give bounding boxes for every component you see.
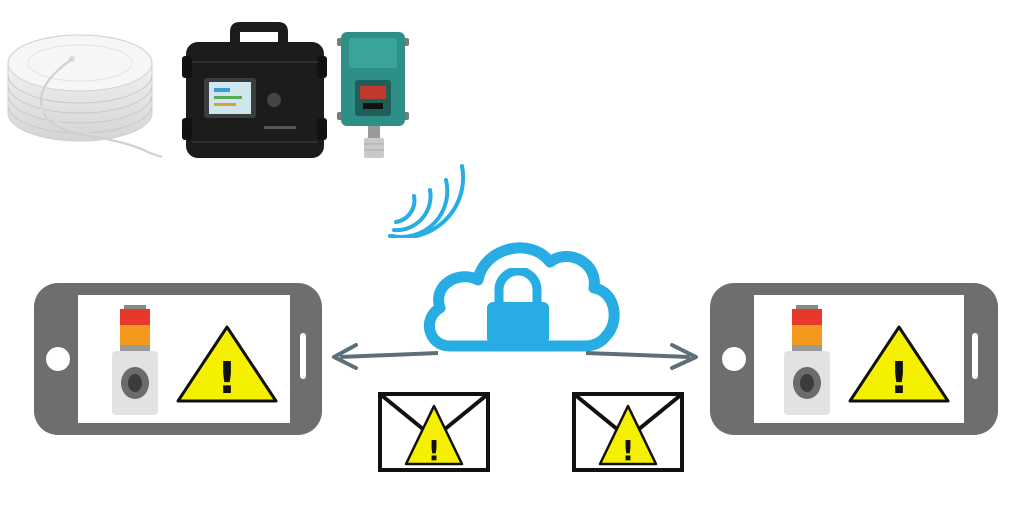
wireless-signal-icon	[386, 160, 470, 238]
secure-cloud-icon	[420, 228, 622, 358]
home-button	[722, 347, 746, 371]
gas-detector-icon	[335, 30, 413, 162]
arrow-to-right-phone	[586, 340, 704, 372]
portable-case-monitor-icon	[182, 22, 327, 162]
signal-tower-light-icon	[108, 305, 164, 417]
smartphone-left: !	[34, 283, 322, 435]
speaker-slot	[300, 333, 306, 379]
warning-triangle-icon: !	[846, 323, 952, 405]
smartphone-right: !	[710, 283, 998, 435]
warning-mark: !	[889, 353, 909, 404]
warning-mark: !	[622, 434, 635, 467]
home-button	[46, 347, 70, 371]
coil-sensor-icon	[0, 15, 180, 170]
speaker-slot	[972, 333, 978, 379]
signal-tower-light-icon	[780, 305, 836, 417]
lock-icon	[485, 268, 551, 346]
alert-email-icon: !	[572, 392, 684, 472]
alert-email-icon: !	[378, 392, 490, 472]
warning-mark: !	[428, 434, 441, 467]
arrow-to-left-phone	[326, 340, 438, 372]
warning-mark: !	[217, 353, 237, 404]
warning-triangle-icon: !	[174, 323, 280, 405]
